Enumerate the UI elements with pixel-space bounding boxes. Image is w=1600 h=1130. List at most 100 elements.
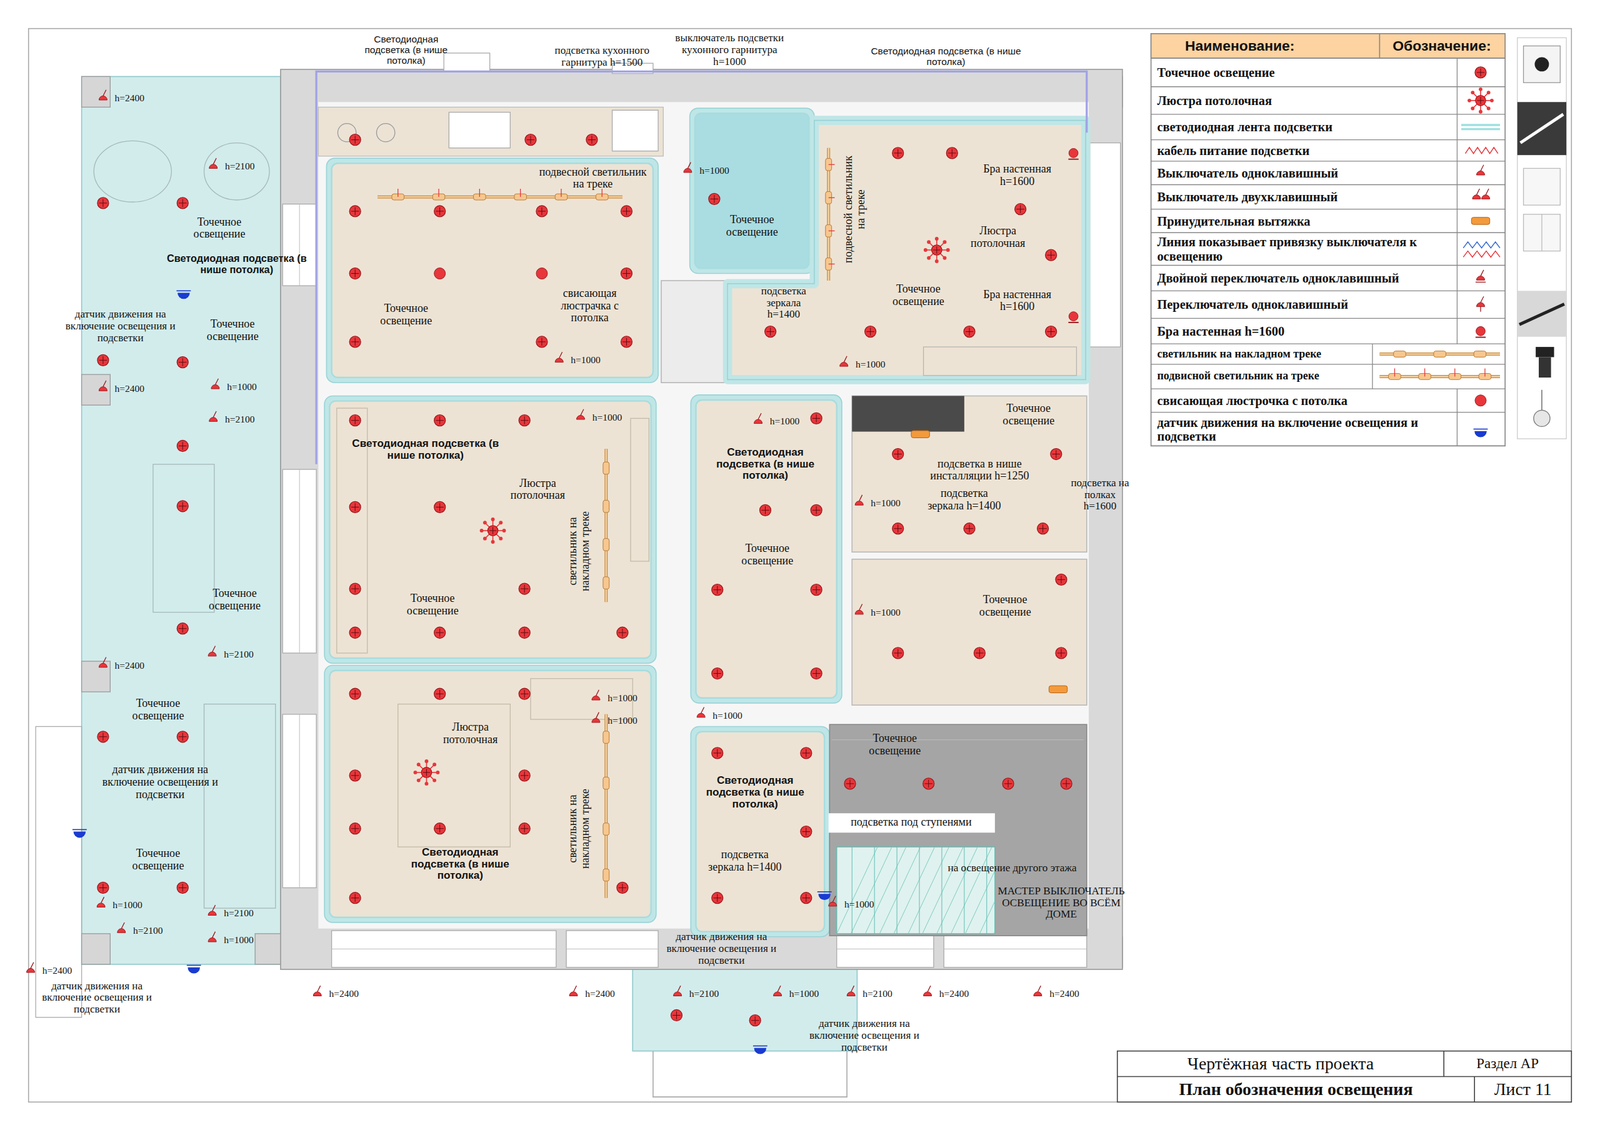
hallway: Светодиодная подсветка (в нише потолка) п… (693, 729, 827, 934)
sauna-room: Точечное освещение (693, 112, 812, 271)
legend-label: Выключатель двухклавишный (1156, 190, 1451, 204)
note-label: Светодиодная подсветка (в нише потолка) (869, 45, 1023, 67)
height-mark: h=1000 (607, 715, 638, 726)
height-mark: h=2400 (115, 92, 145, 104)
room-label: светильник на накладном треке (566, 772, 592, 885)
height-mark: h=1000 (770, 416, 800, 427)
room-label: Светодиодная подсветка (в нише потолка) (403, 846, 517, 882)
note-label: Светодиодная подсветка (в нише потолка) (350, 33, 463, 66)
height-mark: h=1000 (870, 606, 901, 618)
room-label: Бра настенная h=1600 (977, 288, 1057, 314)
height-mark: h=1000 (592, 411, 623, 423)
height-mark: h=1000 (607, 692, 638, 704)
title-block-text: План обозначения освещения (1179, 1080, 1414, 1100)
height-mark: h=1000 (855, 358, 886, 370)
bedroom-room: Светодиодная подсветка (в нише потолка) Т… (693, 398, 839, 700)
legend-label: свисающая люстрочка с потолка (1156, 393, 1451, 408)
room-label: подвесной светильник на треке (842, 153, 868, 266)
note-label: датчик движения на включение освещения и… (56, 308, 185, 344)
height-mark: h=2100 (862, 988, 893, 1000)
title-block-text: Раздел АР (1476, 1055, 1539, 1072)
height-mark: h=1000 (712, 710, 743, 721)
height-mark: h=2400 (115, 383, 145, 394)
room-label: датчик движения на включение освещения и… (96, 763, 224, 801)
legend-header: Обозначение: (1392, 38, 1491, 54)
legend-label: светильник на накладном треке (1156, 348, 1367, 361)
height-mark: h=2400 (115, 660, 145, 671)
room-label: Точечное освещение (122, 697, 194, 723)
note-label: МАСТЕР ВЫКЛЮЧАТЕЛЬ ОСВЕЩЕНИЕ ВО ВСЁМ ДОМ… (996, 885, 1127, 921)
height-mark: h=2400 (939, 988, 970, 1000)
note-label: на освещение другого этажа (948, 862, 1077, 875)
section-cell: Раздел АР (1443, 1051, 1572, 1077)
legend-label: Выключатель одноклавишный (1156, 165, 1451, 180)
sheet-title-cell: План обозначения освещения (1117, 1076, 1475, 1102)
room-label: Светодиодная подсветка (в нише потолка) (704, 775, 807, 810)
legend-label: Линия показывает привязку выключателя к … (1156, 235, 1451, 264)
room-label: подсветка зеркала h=1400 (703, 848, 786, 874)
legend-label: Двойной переключатель одноклавишный (1156, 271, 1451, 285)
height-mark: h=1000 (570, 355, 601, 366)
room-label: подсветка под ступенями (850, 816, 972, 829)
room-label: Люстра потолочная (438, 721, 502, 747)
height-mark: h=2100 (223, 648, 254, 660)
room-label: Точечное освещение (396, 592, 469, 618)
legend-label: Точечное освещение (1156, 65, 1451, 80)
bathroom: Точечное освещение подсветка в нише инста… (851, 398, 1087, 552)
legend-header: Наименование: (1185, 38, 1295, 54)
room-label: Светодиодная подсветка (в нише потолка) (348, 438, 502, 462)
legend-label: кабель питание подсветки (1156, 143, 1451, 158)
height-mark: h=1000 (870, 497, 901, 509)
bedroom: подвесной светильник на трекеБра настенн… (816, 122, 1084, 378)
room-label: Бра настенная h=1600 (977, 163, 1057, 189)
room-label: светильник на накладном треке (566, 495, 592, 608)
room-label: Точечное освещение (198, 587, 270, 613)
height-mark: h=2100 (133, 925, 164, 936)
room-label: подсветка зеркала h=1400 (923, 487, 1006, 513)
height-mark: h=1000 (223, 934, 254, 945)
legend-label: Люстра потолочная (1156, 93, 1451, 108)
legend-label: Принудительная вытяжка (1156, 213, 1451, 228)
note-label: датчик движения на включение освещения и… (803, 1018, 926, 1054)
room-label: Точечное освещение (731, 542, 804, 568)
note-label: Светодиодная подсветка (в нише потолка) (162, 253, 311, 276)
sheet-number-cell: Лист 11 (1474, 1076, 1572, 1102)
room-label: Точечное освещение (882, 283, 954, 309)
room-label: Точечное освещение (969, 593, 1041, 619)
height-mark: h=2100 (225, 161, 255, 172)
height-mark: h=2100 (689, 988, 720, 1000)
terrace-zone: Точечное освещениеТочечное освещениеТоче… (81, 76, 281, 964)
room-label: Светодиодная подсветка (в нише потолка) (709, 446, 822, 482)
room-label: подсветка в нише инсталляции h=1250 (920, 458, 1039, 484)
height-mark: h=2400 (1049, 988, 1080, 1000)
legend-label: Бра настенная h=1600 (1156, 324, 1451, 339)
bathroom: Точечное освещение (851, 561, 1087, 705)
room-label: Точечное освещение (196, 318, 269, 344)
height-mark: h=1000 (699, 165, 730, 176)
height-mark: h=2400 (328, 988, 359, 1000)
height-mark: h=2100 (225, 413, 255, 425)
height-mark: h=1000 (226, 381, 257, 392)
title-cell: Чертёжная часть проекта (1117, 1051, 1444, 1077)
height-mark: h=2100 (223, 908, 254, 919)
note-label: подсветка кухонного гарнитура h=1500 (540, 45, 664, 70)
room-label: подвесной светильник на треке (536, 166, 650, 192)
title-block-text: Лист 11 (1494, 1080, 1552, 1100)
legend-label: светодиодная лента подсветки (1156, 120, 1451, 134)
dining-room: Люстра потолочная светильник на накладном… (326, 668, 653, 919)
height-mark: h=1000 (844, 898, 875, 910)
note-label: выключатель подсветки кухонного гарнитур… (665, 32, 794, 68)
room-label: Люстра потолочная (966, 225, 1030, 251)
height-mark: h=2400 (42, 965, 73, 976)
note-label: датчик движения на включение освещения и… (35, 980, 159, 1015)
room-label: Точечное освещение (716, 214, 788, 240)
room-label: Точечное освещение (993, 403, 1065, 429)
room-label: свисающая люстрачка с потолка (548, 287, 631, 325)
room-label: Точечное освещение (859, 732, 931, 758)
legend-label: датчик движения на включение освещения и… (1156, 415, 1451, 444)
room-label: Точечное освещение (122, 847, 194, 873)
height-mark: h=1000 (112, 900, 143, 911)
legend-label: Переключатель одноклавишный (1156, 297, 1451, 312)
height-mark: h=2400 (585, 988, 615, 1000)
